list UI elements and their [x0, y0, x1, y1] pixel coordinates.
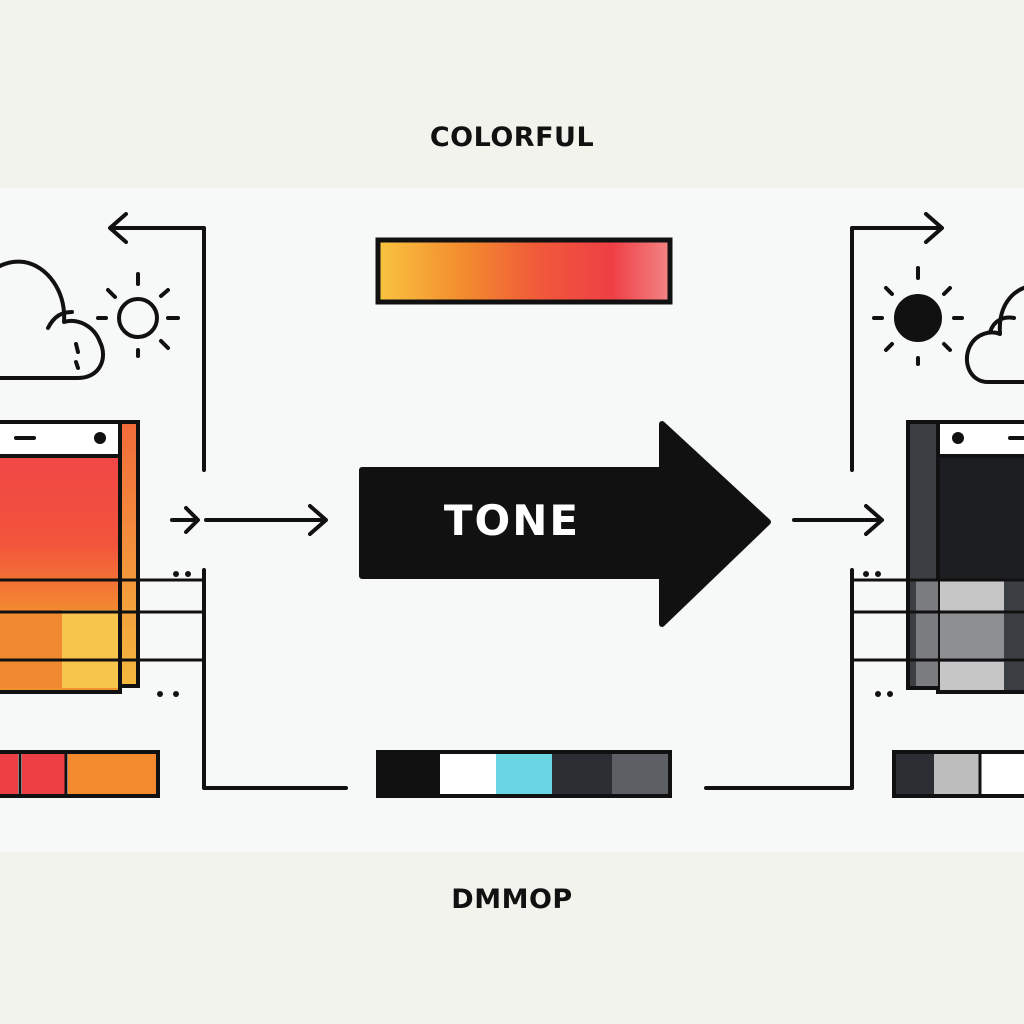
left-connector [108, 212, 348, 790]
right-connector [704, 212, 944, 790]
center-palette [376, 750, 672, 798]
right-sun-filled-icon [872, 266, 964, 366]
header-label: COLORFUL [429, 122, 595, 153]
window-colorful [0, 420, 204, 697]
arrow-label: TONE [443, 496, 581, 545]
window-grayscale [852, 420, 1024, 697]
left-sun-outline-icon [96, 272, 180, 358]
header-band [0, 0, 1024, 188]
gradient-palette [375, 237, 673, 305]
footer-label: DMMOP [451, 884, 573, 915]
right-cloud-icon [964, 285, 1024, 384]
tone-arrow [359, 421, 771, 627]
right-palette [892, 750, 1024, 798]
footer-band [0, 852, 1024, 1024]
left-palette [0, 750, 160, 798]
left-cloud-icon [0, 259, 106, 380]
